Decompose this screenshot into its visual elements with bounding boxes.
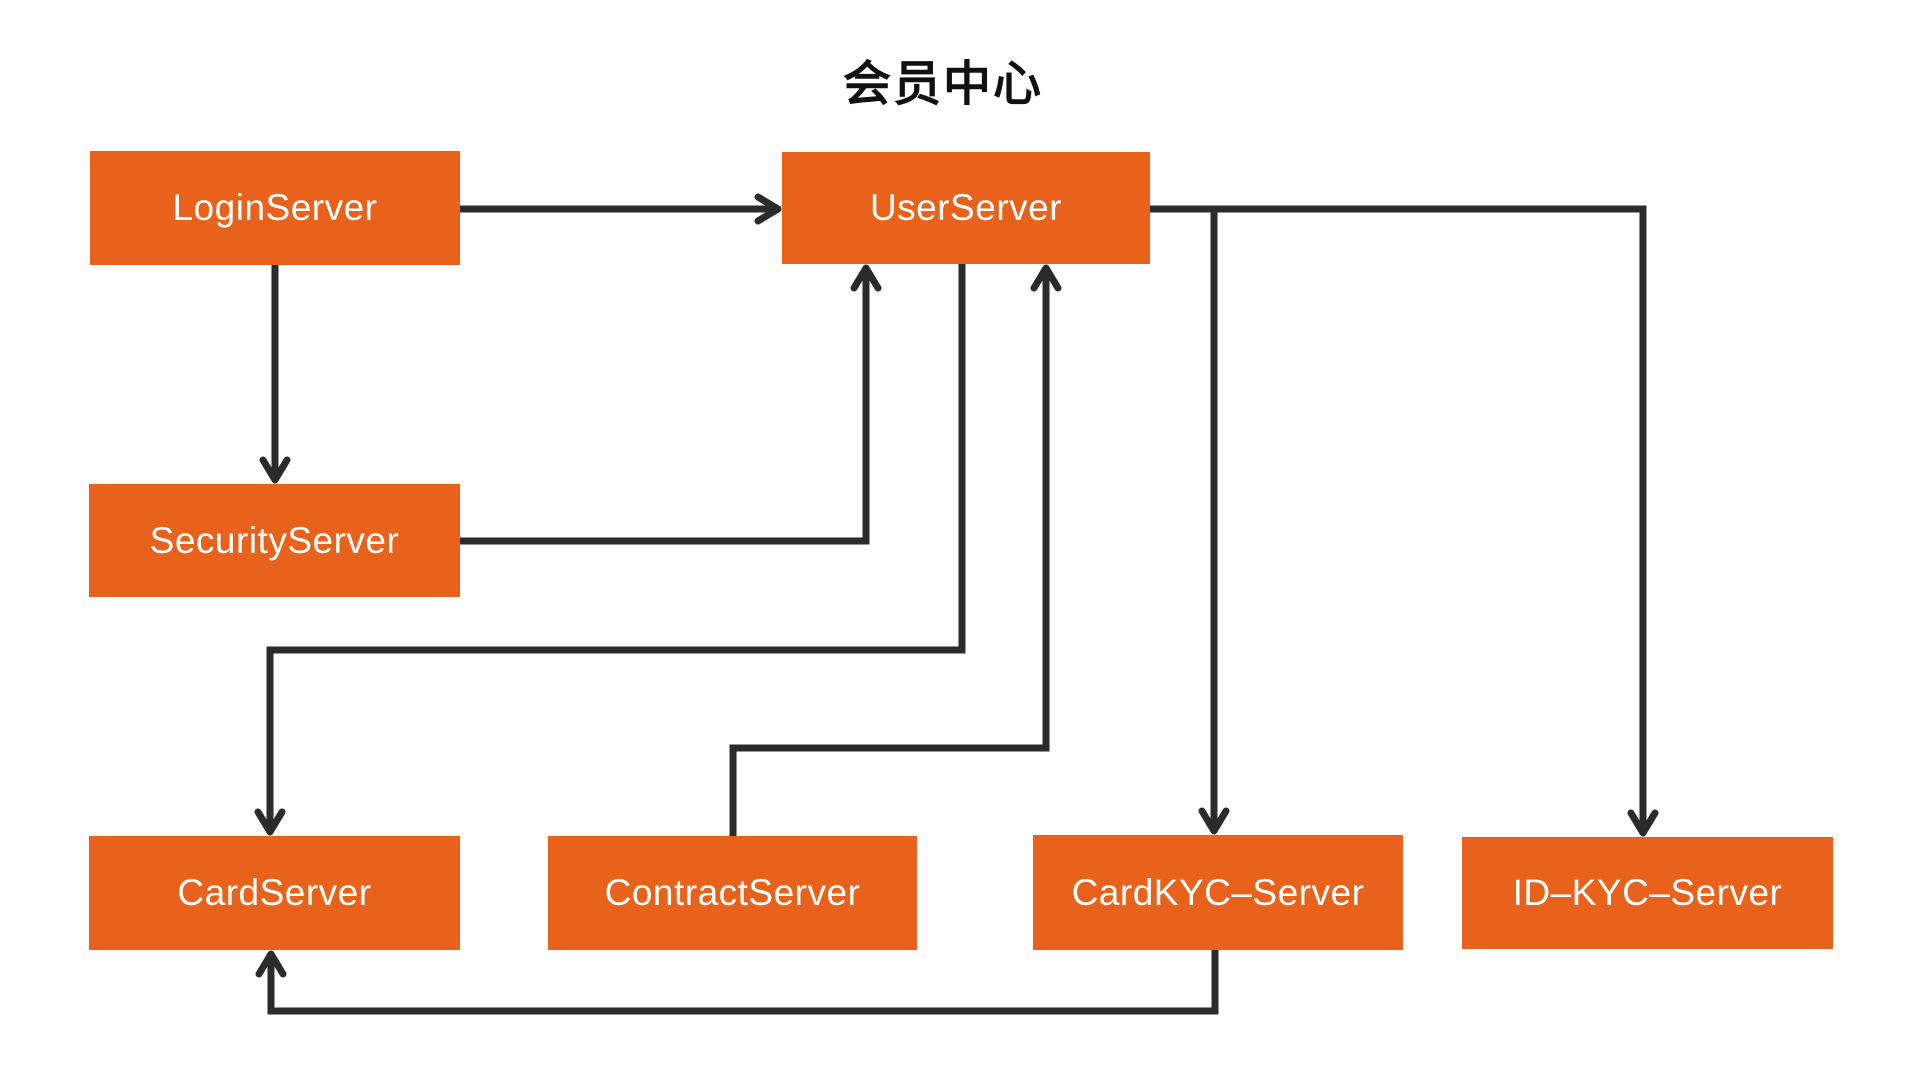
node-contract-server: ContractServer bbox=[548, 836, 917, 950]
node-card-kyc-server: CardKYC–Server bbox=[1033, 835, 1403, 950]
edge-userserver-to-cardkycserver bbox=[1150, 205, 1230, 835]
diagram-title: 会员中心 bbox=[842, 58, 1043, 111]
node-card-server-label: CardServer bbox=[177, 872, 372, 913]
node-login-server-label: LoginServer bbox=[172, 187, 378, 228]
node-user-server-label: UserServer bbox=[869, 187, 1063, 228]
node-security-server: SecurityServer bbox=[89, 484, 460, 597]
node-card-server: CardServer bbox=[89, 836, 460, 950]
node-id-kyc-server: ID–KYC–Server bbox=[1462, 837, 1833, 949]
edge-securityserver-to-userserver bbox=[460, 264, 882, 545]
edge-cardkycserver-to-cardserver bbox=[255, 950, 1219, 1015]
edge-userserver-to-cardserver bbox=[254, 264, 966, 836]
node-security-server-label: SecurityServer bbox=[149, 519, 400, 561]
edge-userserver-to-idkycserver bbox=[1150, 205, 1659, 837]
node-card-kyc-server-label: CardKYC–Server bbox=[1071, 871, 1365, 913]
node-id-kyc-server-label: ID–KYC–Server bbox=[1512, 872, 1783, 913]
node-user-server: UserServer bbox=[782, 152, 1150, 264]
node-login-server: LoginServer bbox=[90, 151, 460, 265]
edge-contractserver-to-userserver bbox=[729, 264, 1062, 836]
node-contract-server-label: ContractServer bbox=[604, 872, 861, 913]
